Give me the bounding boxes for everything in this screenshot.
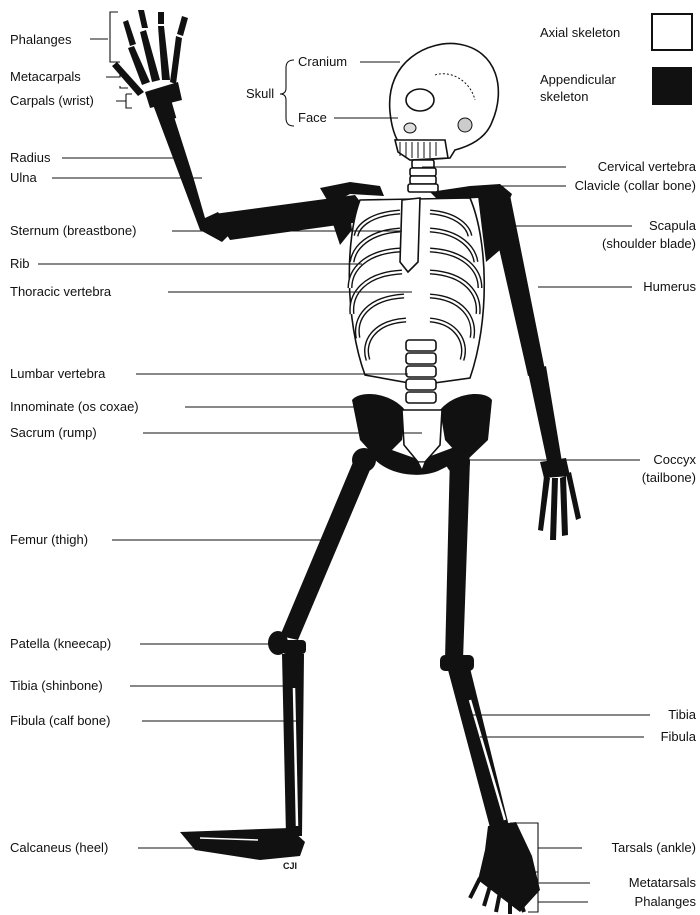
label-cervical: Cervical vertebra [598,159,697,174]
labels-skull: Skull Cranium Face [246,54,347,125]
left-femur [445,455,470,660]
label-metatarsals: Metatarsals [629,875,697,890]
cervical-v2 [410,168,436,176]
label-scapula-1: Scapula [649,218,697,233]
label-clavicle: Clavicle (collar bone) [575,178,696,193]
right-knee [282,640,306,654]
legs [180,448,540,914]
label-calcaneus: Calcaneus (heel) [10,840,108,855]
sternum-bone [400,198,420,272]
skull [390,44,499,160]
label-metacarpals: Metacarpals [10,69,81,84]
label-fibula-left: Fibula (calf bone) [10,713,110,728]
label-sacrum: Sacrum (rump) [10,425,97,440]
legend-axial-swatch [652,14,692,50]
nasal-cavity [404,123,416,133]
lumbar-spine [406,340,436,403]
label-lumbar: Lumbar vertebra [10,366,106,381]
label-carpals: Carpals (wrist) [10,93,94,108]
label-sternum: Sternum (breastbone) [10,223,136,238]
label-cranium: Cranium [298,54,347,69]
labels-left: Phalanges Metacarpals Carpals (wrist) Ra… [10,32,139,855]
left-finger-1 [538,476,550,531]
signature: CJI [283,861,297,871]
lumbar-v4 [406,379,436,390]
legend-appendicular-swatch [652,67,692,105]
legend: Axial skeleton Appendicular skeleton [540,14,692,105]
cervical-spine [408,160,438,192]
label-phalanges-foot: Phalanges [635,894,697,909]
mastoid [458,118,472,132]
legend-appendicular-label-2: skeleton [540,89,588,104]
right-phalanx-4 [177,16,188,36]
label-face: Face [298,110,327,125]
hanging-arm [488,195,581,540]
label-scapula-2: (shoulder blade) [602,236,696,251]
legend-appendicular-label-1: Appendicular [540,72,617,87]
phalanges-leader [90,12,120,62]
left-finger-4 [566,472,581,520]
right-phalanx-3 [158,12,164,24]
phalanges-foot-leader [528,892,588,912]
right-carpals-bone [145,82,182,108]
right-metacarpal-4 [170,36,182,84]
right-phalanx-1 [123,20,136,46]
lumbar-v1 [406,340,436,351]
right-femur-head [352,448,376,472]
label-ulna: Ulna [10,170,38,185]
labels-right: Cervical vertebra Clavicle (collar bone)… [575,159,697,909]
label-femur: Femur (thigh) [10,532,88,547]
right-tibia [282,654,304,836]
label-innominate: Innominate (os coxae) [10,399,139,414]
right-foot [180,828,305,860]
right-metacarpal-3 [158,26,170,80]
left-femur-head [446,450,470,474]
label-humerus: Humerus [643,279,696,294]
label-patella: Patella (kneecap) [10,636,111,651]
right-phalanx-2 [138,10,148,28]
label-coccyx-2: (tailbone) [642,470,696,485]
label-tibia-right: Tibia [668,707,696,722]
cervical-v4 [408,184,438,192]
lumbar-v5 [406,392,436,403]
label-fibula-right: Fibula [661,729,697,744]
left-finger-2 [550,478,558,540]
left-forearm-bone [528,366,562,466]
left-tibia [448,668,510,835]
lumbar-v3 [406,366,436,377]
skeleton: CJI [112,10,581,914]
left-finger-3 [560,476,568,536]
carpals-leader [116,94,132,108]
legend-axial-label: Axial skeleton [540,25,620,40]
skull-brace [280,60,294,126]
left-carpals-bone [540,458,570,478]
label-coccyx-1: Coccyx [653,452,696,467]
label-phalanges-hand: Phalanges [10,32,72,47]
lumbar-v2 [406,353,436,364]
label-tibia-left: Tibia (shinbone) [10,678,103,693]
cervical-v3 [410,176,436,184]
label-rib: Rib [10,256,30,271]
label-skull: Skull [246,86,274,101]
raised-arm [112,10,365,242]
right-femur [280,455,375,640]
label-radius: Radius [10,150,51,165]
jaw [395,140,448,160]
label-thoracic: Thoracic vertebra [10,284,112,299]
label-tarsals: Tarsals (ankle) [611,840,696,855]
